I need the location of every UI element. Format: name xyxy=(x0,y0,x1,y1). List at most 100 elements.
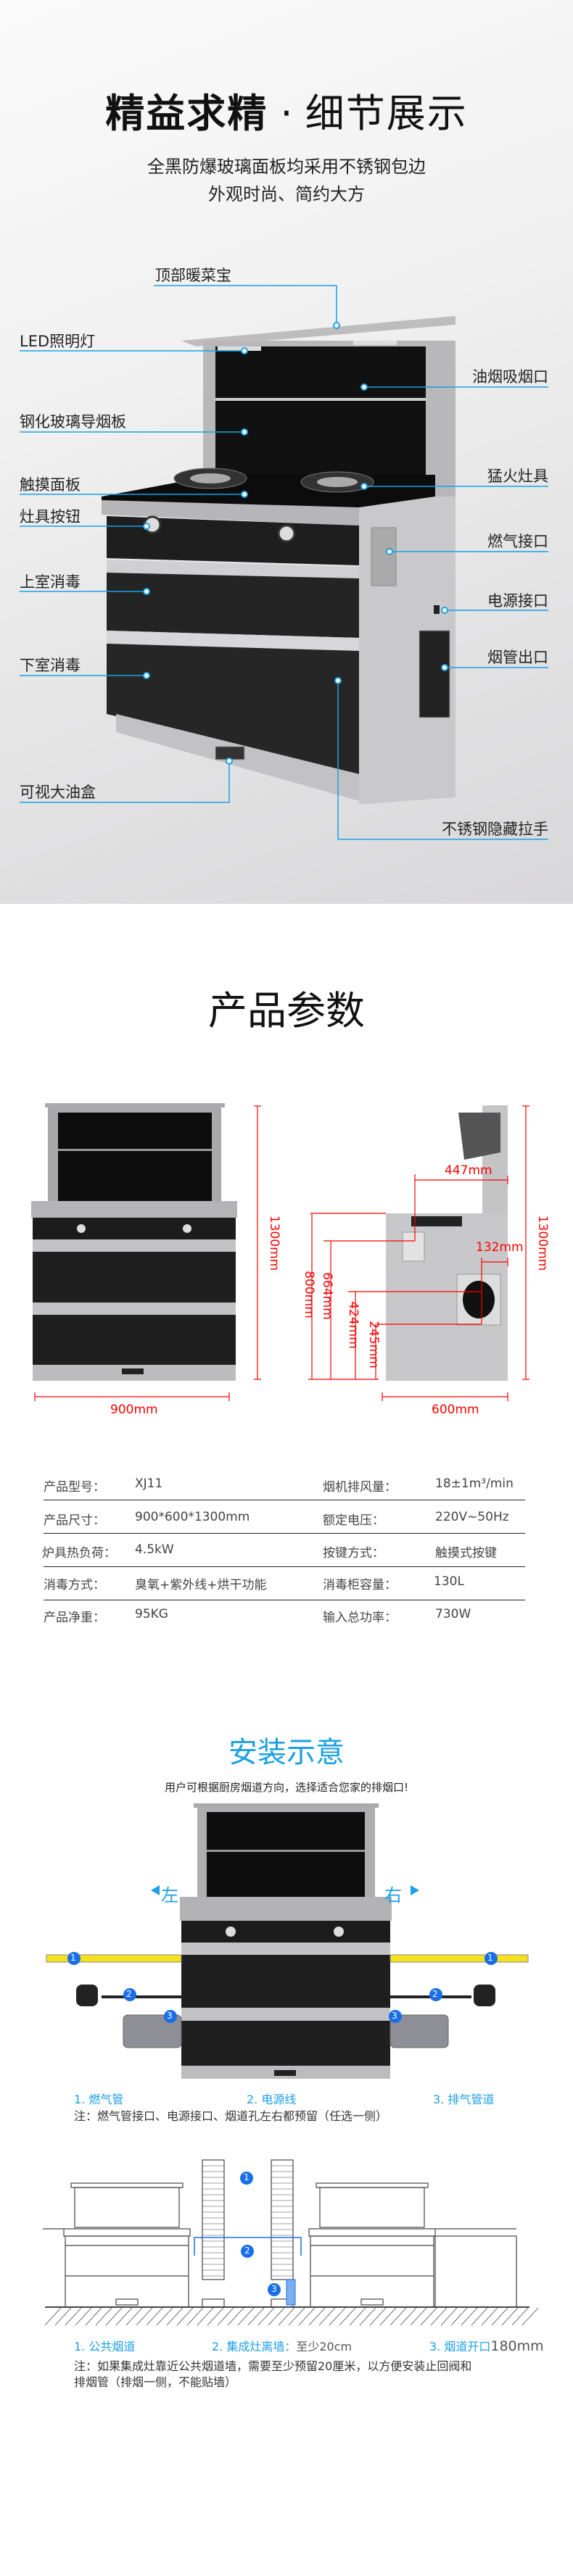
spec-value: 95KG xyxy=(135,1607,168,1621)
dim-800-label: 800mm xyxy=(301,1271,316,1318)
diagram-marker-dots xyxy=(240,2172,281,2296)
legend-flue-label: 3. 烟道开口 xyxy=(429,2340,491,2353)
spec-value: XJ11 xyxy=(135,1476,163,1491)
dimension-lines xyxy=(34,1105,529,1401)
legend-exhaust: 3. 排气管道 xyxy=(433,2093,495,2106)
upper-drawer xyxy=(107,573,359,638)
legend-flue-value: 180mm xyxy=(490,2338,544,2354)
left-direction-label: 左 xyxy=(161,1885,178,1906)
callout-smoke-inlet: 油烟吸烟口 xyxy=(472,368,548,386)
callout-led-light: LED照明灯 xyxy=(20,333,96,350)
hero-subtitle-2: 外观时尚、简约大方 xyxy=(208,184,365,204)
spec-label: 产品尺寸： xyxy=(44,1513,105,1528)
flue-opening xyxy=(286,2279,296,2306)
callout-hidden-handle: 不锈钢隐藏拉手 xyxy=(442,820,548,838)
callout-oil-box: 可视大油盒 xyxy=(20,784,96,801)
top-warmer-hood xyxy=(181,316,455,346)
arrow-left-icon xyxy=(151,1885,160,1895)
burner-left xyxy=(173,468,247,489)
cooktop-edge xyxy=(102,500,359,525)
legend-public-flue: 1. 公共烟道 xyxy=(74,2340,136,2353)
legend-clearance: 2. 集成灶离墙：至少20cm xyxy=(212,2337,352,2354)
callout-lines xyxy=(20,285,548,840)
callout-burner: 猛火灶具 xyxy=(487,468,548,485)
gas-port-window xyxy=(371,527,397,586)
spec-label: 炉具热负荷： xyxy=(42,1546,116,1561)
dim-245-label: 245mm xyxy=(366,1321,381,1368)
glass-back-panel xyxy=(215,346,426,481)
spec-value: 4.5kW xyxy=(135,1542,174,1557)
marker-2: 2 xyxy=(432,1989,438,1999)
spec-label: 烟机排风量： xyxy=(323,1480,397,1495)
exhaust-ducts xyxy=(123,2014,449,2048)
floor-hatch xyxy=(44,2307,539,2326)
callout-upper-sterilizer: 上室消毒 xyxy=(20,573,81,591)
dim-664-label: 664mm xyxy=(319,1272,334,1320)
install-subtitle: 用户可根据厨房烟道方向，选择适合您家的排烟口! xyxy=(164,1781,408,1794)
diagram-marker-2: 2 xyxy=(244,2245,250,2256)
spec-value: 臭氧+紫外线+烘干功能 xyxy=(135,1578,267,1592)
legend-power-cord: 2. 电源线 xyxy=(247,2093,297,2106)
marker-3: 3 xyxy=(167,2011,173,2021)
callout-top-warmer: 顶部暖菜宝 xyxy=(155,267,231,284)
callout-knob: 灶具按钮 xyxy=(20,508,81,525)
install-note-2-line2: 排烟管（排烟一侧，不能贴墙） xyxy=(74,2375,237,2389)
spec-value: 220V~50Hz xyxy=(435,1510,509,1524)
dim-424-label: 424mm xyxy=(345,1301,360,1349)
knob-right xyxy=(277,524,296,543)
spec-label: 消毒方式： xyxy=(44,1578,105,1592)
legend-clearance-value: 至少20cm xyxy=(296,2340,353,2353)
plug-icon xyxy=(76,1985,495,2006)
spec-value: 触摸式按键 xyxy=(435,1546,497,1561)
spec-value: 730W xyxy=(435,1607,471,1621)
burner-right xyxy=(300,471,374,493)
install-product xyxy=(180,1803,392,2079)
lower-drawer xyxy=(107,644,359,774)
gas-pipes xyxy=(46,1954,529,1963)
marker-1: 1 xyxy=(70,1953,76,1963)
install-illustration xyxy=(46,1803,529,2079)
hero-subtitle-1: 全黑防爆玻璃面板均采用不锈钢包边 xyxy=(147,157,426,177)
legend-clearance-label: 2. 集成灶离墙： xyxy=(212,2340,297,2353)
callout-lower-sterilizer: 下室消毒 xyxy=(20,657,81,674)
diagram-marker-1: 1 xyxy=(244,2172,250,2182)
product-detail-illustration xyxy=(20,285,548,840)
hero-title: 精益求精 · 细节展示 xyxy=(0,88,573,139)
clearance-arrows xyxy=(194,2237,302,2256)
spec-label: 产品型号： xyxy=(44,1480,105,1495)
diagram-marker-3: 3 xyxy=(271,2284,277,2294)
left-unit xyxy=(63,2182,191,2308)
spec-label: 产品净重： xyxy=(44,1611,105,1625)
led-light xyxy=(218,346,261,351)
right-unit xyxy=(308,2182,436,2308)
spec-label: 按键方式： xyxy=(323,1546,384,1561)
dim-447-label: 447mm xyxy=(445,1163,492,1178)
hero-title-light: 细节展示 xyxy=(305,91,468,136)
spec-label: 额定电压： xyxy=(323,1513,384,1528)
title-separator: · xyxy=(280,91,293,136)
callout-power-port: 电源接口 xyxy=(487,592,548,610)
callout-flue-outlet: 烟管出口 xyxy=(487,649,548,666)
front-width-label: 900mm xyxy=(110,1403,158,1417)
install-note-2-line1: 注：如果集成灶靠近公共烟道墙，需要至少预留20厘米，以方便安装止回阀和 xyxy=(74,2359,472,2373)
dimension-drawings xyxy=(31,1103,529,1401)
walls xyxy=(202,2159,294,2308)
brick-pattern xyxy=(202,2165,293,2277)
marker-2: 2 xyxy=(126,1989,132,1999)
spec-value: 130L xyxy=(434,1574,464,1589)
callout-touch-panel: 触摸面板 xyxy=(20,476,81,494)
spec-label: 输入总功率： xyxy=(323,1611,397,1625)
lower-handle xyxy=(107,631,359,651)
power-port xyxy=(434,605,440,614)
spec-label: 消毒柜容量： xyxy=(323,1578,397,1592)
params-title: 产品参数 xyxy=(208,988,365,1034)
install-title: 安装示意 xyxy=(228,1736,345,1769)
callout-gas-port: 燃气接口 xyxy=(487,533,548,550)
front-view xyxy=(31,1103,237,1381)
marker-1: 1 xyxy=(487,1953,493,1963)
hero-title-bold: 精益求精 xyxy=(105,91,268,136)
front-height-label: 1300mm xyxy=(267,1215,282,1271)
led-light-right xyxy=(353,341,397,345)
right-direction-label: 右 xyxy=(384,1885,402,1906)
callout-dots xyxy=(143,322,448,765)
